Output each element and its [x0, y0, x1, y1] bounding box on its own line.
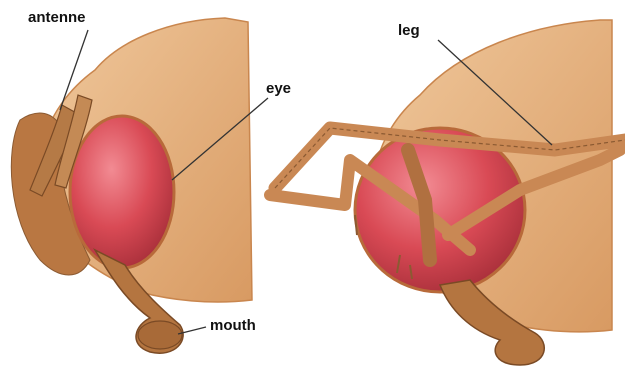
- label-eye: eye: [266, 81, 291, 96]
- right-head: [270, 20, 625, 365]
- label-leg: leg: [398, 23, 420, 38]
- label-mouth: mouth: [210, 318, 256, 333]
- label-antenne: antenne: [28, 10, 86, 25]
- left-head: [11, 18, 252, 353]
- left-eye: [70, 116, 174, 268]
- left-mouth-tip: [138, 321, 182, 349]
- right-eye: [355, 128, 525, 292]
